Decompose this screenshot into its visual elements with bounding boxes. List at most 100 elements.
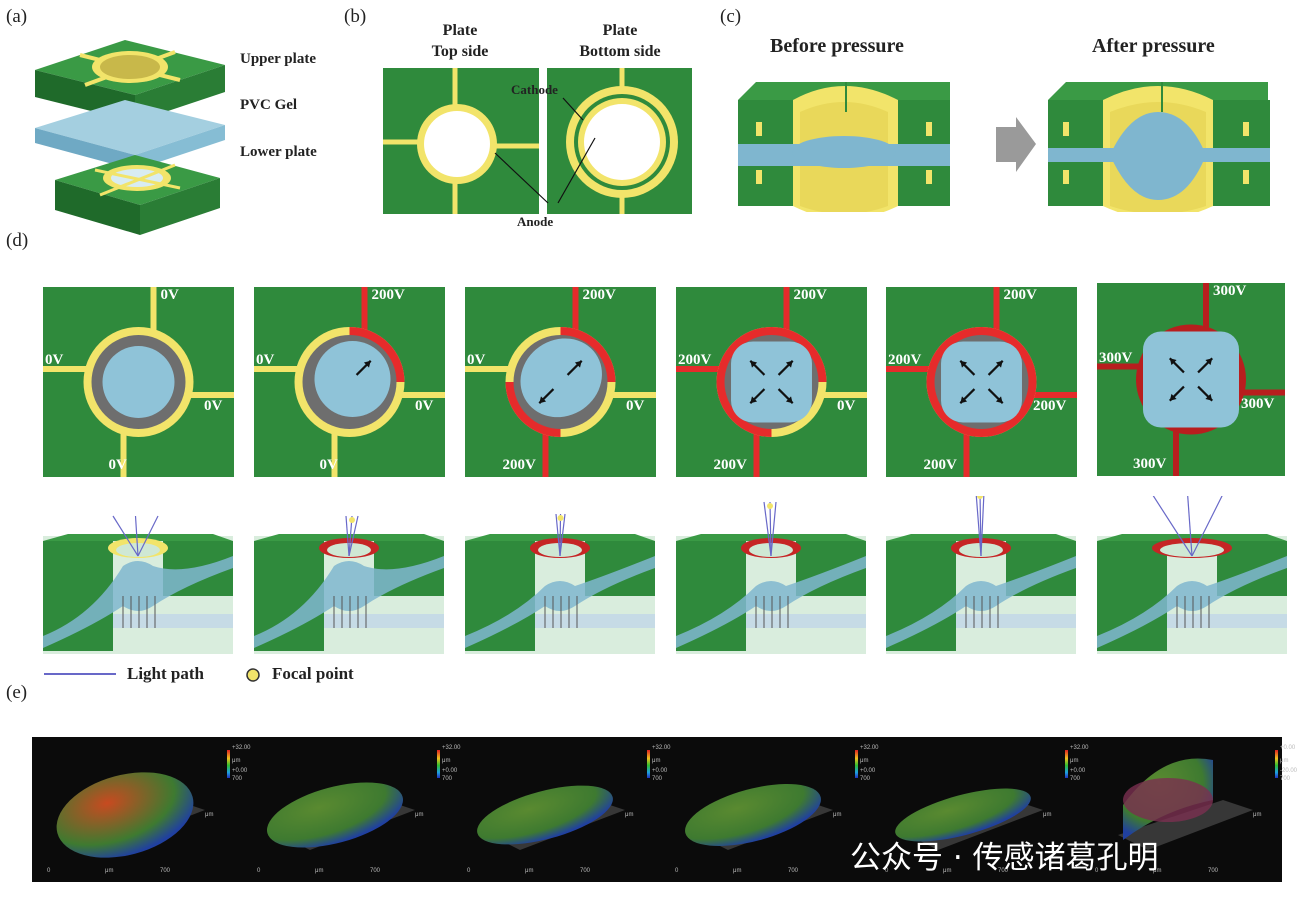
scale-unit-label: μm bbox=[860, 758, 869, 764]
surface-profile-1 bbox=[56, 750, 230, 858]
lens-3d-view-5 bbox=[886, 496, 1076, 654]
top-side-header-2: Top side bbox=[431, 43, 489, 60]
panel-label-a: (a) bbox=[6, 6, 28, 27]
voltage-label-left: 300V bbox=[1099, 349, 1133, 366]
voltage-label-bottom: 0V bbox=[108, 457, 127, 473]
x-axis-unit-label: μm bbox=[525, 868, 534, 874]
y-axis-unit-label: μm bbox=[625, 812, 634, 818]
after-pressure-label: After pressure bbox=[1092, 35, 1215, 57]
lens-3d-view-2 bbox=[254, 515, 444, 654]
surface-profile-5 bbox=[895, 750, 1068, 850]
voltage-label-right: 200V bbox=[1033, 398, 1067, 414]
x-axis-max-label: 700 bbox=[580, 868, 591, 874]
panel-label-d: (d) bbox=[6, 230, 29, 251]
voltage-label-left: 0V bbox=[467, 352, 486, 368]
voltage-label-bottom: 200V bbox=[923, 457, 957, 473]
panel-label-c: (c) bbox=[720, 6, 742, 27]
surface-profile-6 bbox=[1118, 750, 1278, 850]
x-axis-unit-label: μm bbox=[1153, 868, 1162, 874]
scale-max-label: +32.00 bbox=[652, 745, 671, 751]
light-path-legend-label: Light path bbox=[127, 664, 204, 683]
cathode-label: Cathode bbox=[511, 82, 558, 97]
voltage-label-left: 0V bbox=[45, 352, 64, 368]
scale-max-label: +32.00 bbox=[442, 745, 461, 751]
voltage-label-top: 200V bbox=[793, 287, 827, 303]
panel-label-e: (e) bbox=[6, 682, 28, 703]
pvc-gel-label: PVC Gel bbox=[240, 97, 298, 113]
top-side-header-1: Plate bbox=[442, 22, 478, 39]
scale-min-label: -20.00 bbox=[1280, 768, 1298, 774]
x-axis-zero-label: 0 bbox=[885, 868, 889, 874]
scale-unit-label: μm bbox=[1070, 758, 1079, 764]
x-axis-zero-label: 0 bbox=[257, 868, 261, 874]
y-axis-unit-label: μm bbox=[833, 812, 842, 818]
x-axis-zero-label: 0 bbox=[1095, 868, 1099, 874]
x-axis-zero-label: 0 bbox=[47, 868, 51, 874]
x-axis-zero-label: 0 bbox=[467, 868, 471, 874]
panel-label-b: (b) bbox=[344, 6, 367, 27]
focal-point-legend-dot bbox=[246, 668, 260, 682]
surface-profile-2 bbox=[266, 750, 440, 850]
scale-min-label: +0.00 bbox=[860, 768, 876, 774]
voltage-label-bottom: 300V bbox=[1133, 456, 1167, 472]
scale-min-label: +0.00 bbox=[1070, 768, 1086, 774]
scale-min-label: +0.00 bbox=[442, 768, 458, 774]
voltage-label-right: 0V bbox=[837, 398, 856, 414]
y-axis-unit-label: μm bbox=[415, 812, 424, 818]
light-path-legend-line bbox=[44, 673, 116, 675]
scale-unit-label: μm bbox=[232, 758, 241, 764]
voltage-label-top: 200V bbox=[371, 287, 405, 303]
scale-max-label: +32.00 bbox=[232, 745, 251, 751]
bottom-side-header-2: Bottom side bbox=[579, 43, 661, 60]
y-axis-unit-label: μm bbox=[1253, 812, 1262, 818]
x-axis-max-label: 700 bbox=[788, 868, 799, 874]
scale-max-label: +32.00 bbox=[860, 745, 879, 751]
surface-profile-4 bbox=[685, 750, 858, 850]
voltage-label-right: 0V bbox=[415, 398, 434, 414]
scale-unit-label: μm bbox=[652, 758, 661, 764]
lens-3d-view-4 bbox=[676, 501, 866, 654]
focal-point-legend-label: Focal point bbox=[272, 664, 354, 683]
voltage-state-4: 200V 200V 0V 200V bbox=[676, 287, 867, 477]
scale-max-label: +32.00 bbox=[1070, 745, 1089, 751]
voltage-state-5: 200V 200V 200V 200V bbox=[886, 287, 1077, 477]
lens-3d-view-6 bbox=[1097, 496, 1287, 654]
voltage-label-right: 0V bbox=[626, 398, 645, 414]
y-axis-max-label: 700 bbox=[652, 776, 663, 782]
voltage-label-left: 200V bbox=[888, 352, 922, 368]
y-axis-unit-label: μm bbox=[1043, 812, 1052, 818]
panel-c-pressure-illustration bbox=[738, 82, 1270, 212]
x-axis-max-label: 700 bbox=[370, 868, 381, 874]
scale-max-label: +0.00 bbox=[1280, 745, 1296, 751]
voltage-label-right: 0V bbox=[204, 398, 223, 414]
scale-min-label: +0.00 bbox=[232, 768, 248, 774]
panel-a-exploded-view bbox=[35, 40, 225, 235]
bottom-side-header-1: Plate bbox=[602, 22, 638, 39]
lens-3d-view-3 bbox=[465, 513, 655, 654]
voltage-label-left: 200V bbox=[678, 352, 712, 368]
x-axis-unit-label: μm bbox=[105, 868, 114, 874]
x-axis-zero-label: 0 bbox=[675, 868, 679, 874]
x-axis-unit-label: μm bbox=[733, 868, 742, 874]
voltage-label-bottom: 200V bbox=[713, 457, 747, 473]
x-axis-max-label: 700 bbox=[1208, 868, 1219, 874]
lens-3d-view-1 bbox=[43, 515, 233, 654]
y-axis-max-label: 700 bbox=[442, 776, 453, 782]
scale-min-label: +0.00 bbox=[652, 768, 668, 774]
y-axis-unit-label: μm bbox=[205, 812, 214, 818]
y-axis-max-label: 700 bbox=[232, 776, 243, 782]
before-pressure-label: Before pressure bbox=[770, 35, 904, 57]
x-axis-unit-label: μm bbox=[315, 868, 324, 874]
y-axis-max-label: 700 bbox=[860, 776, 871, 782]
voltage-label-left: 0V bbox=[256, 352, 275, 368]
x-axis-max-label: 700 bbox=[998, 868, 1009, 874]
voltage-label-top: 200V bbox=[1003, 287, 1037, 303]
x-axis-unit-label: μm bbox=[943, 868, 952, 874]
lower-plate-label: Lower plate bbox=[240, 144, 317, 160]
voltage-label-top: 200V bbox=[582, 287, 616, 303]
anode-label: Anode bbox=[517, 214, 554, 229]
